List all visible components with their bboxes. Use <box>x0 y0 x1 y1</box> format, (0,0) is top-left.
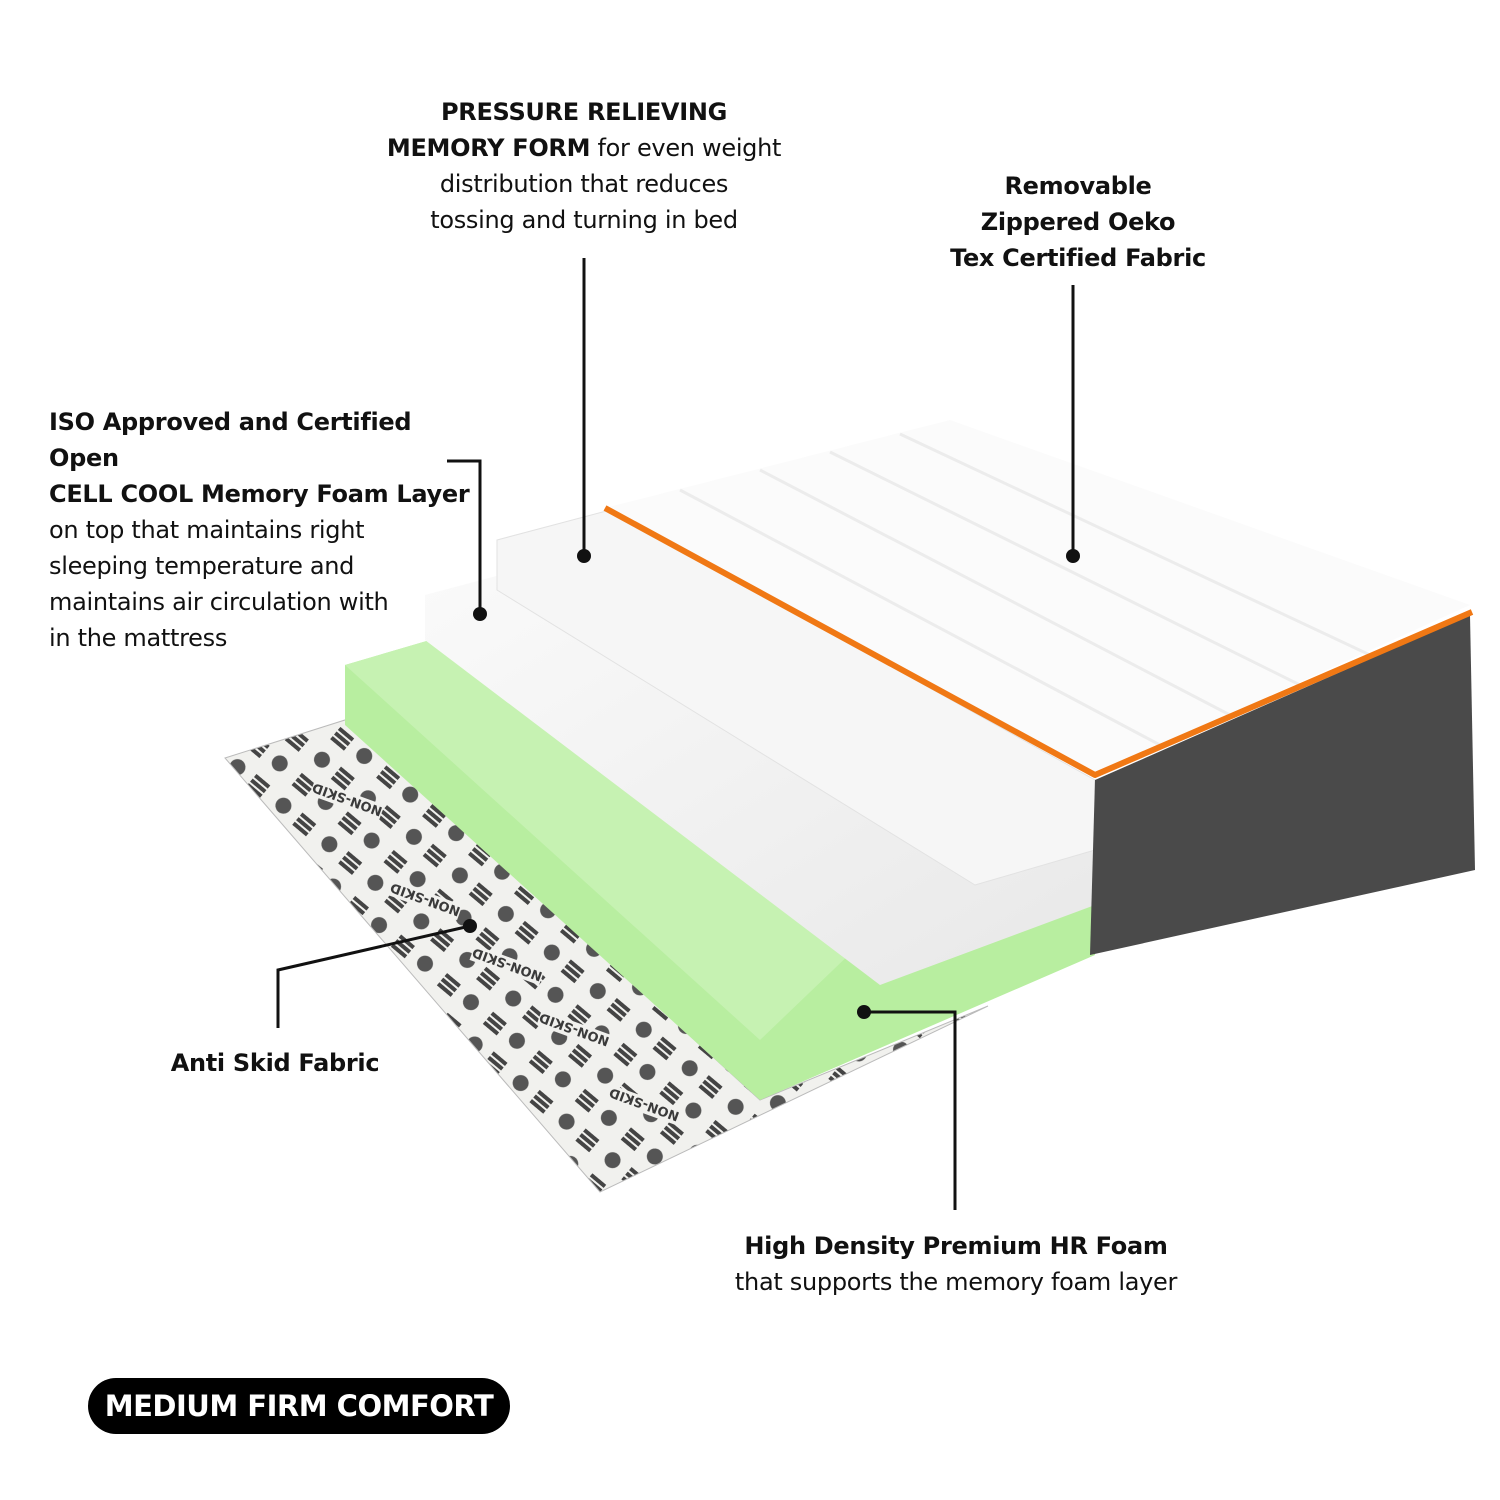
label-cool-memory-foam: ISO Approved and Certified Open CELL COO… <box>49 408 470 652</box>
comfort-badge: MEDIUM FIRM COMFORT <box>88 1378 510 1434</box>
pointer-dot <box>463 919 477 933</box>
label-hr-foam: High Density Premium HR Foam that suppor… <box>734 1232 1178 1296</box>
label-pressure-relieving: PRESSURE RELIEVING MEMORY FORM for even … <box>386 98 782 234</box>
removable-cover <box>605 420 1470 775</box>
pointer-dot <box>577 549 591 563</box>
side-fabric <box>1090 615 1475 955</box>
pointer-dot <box>857 1005 871 1019</box>
pointer-dot <box>1066 549 1080 563</box>
label-removable-fabric: Removable Zippered Oeko Tex Certified Fa… <box>950 172 1206 272</box>
anti-skid-fabric <box>224 719 989 1193</box>
orange-piping <box>603 505 1474 778</box>
cool-memory-foam-layer <box>425 575 1095 985</box>
label-anti-skid: Anti Skid Fabric <box>170 1049 380 1077</box>
pointer-dot <box>473 607 487 621</box>
